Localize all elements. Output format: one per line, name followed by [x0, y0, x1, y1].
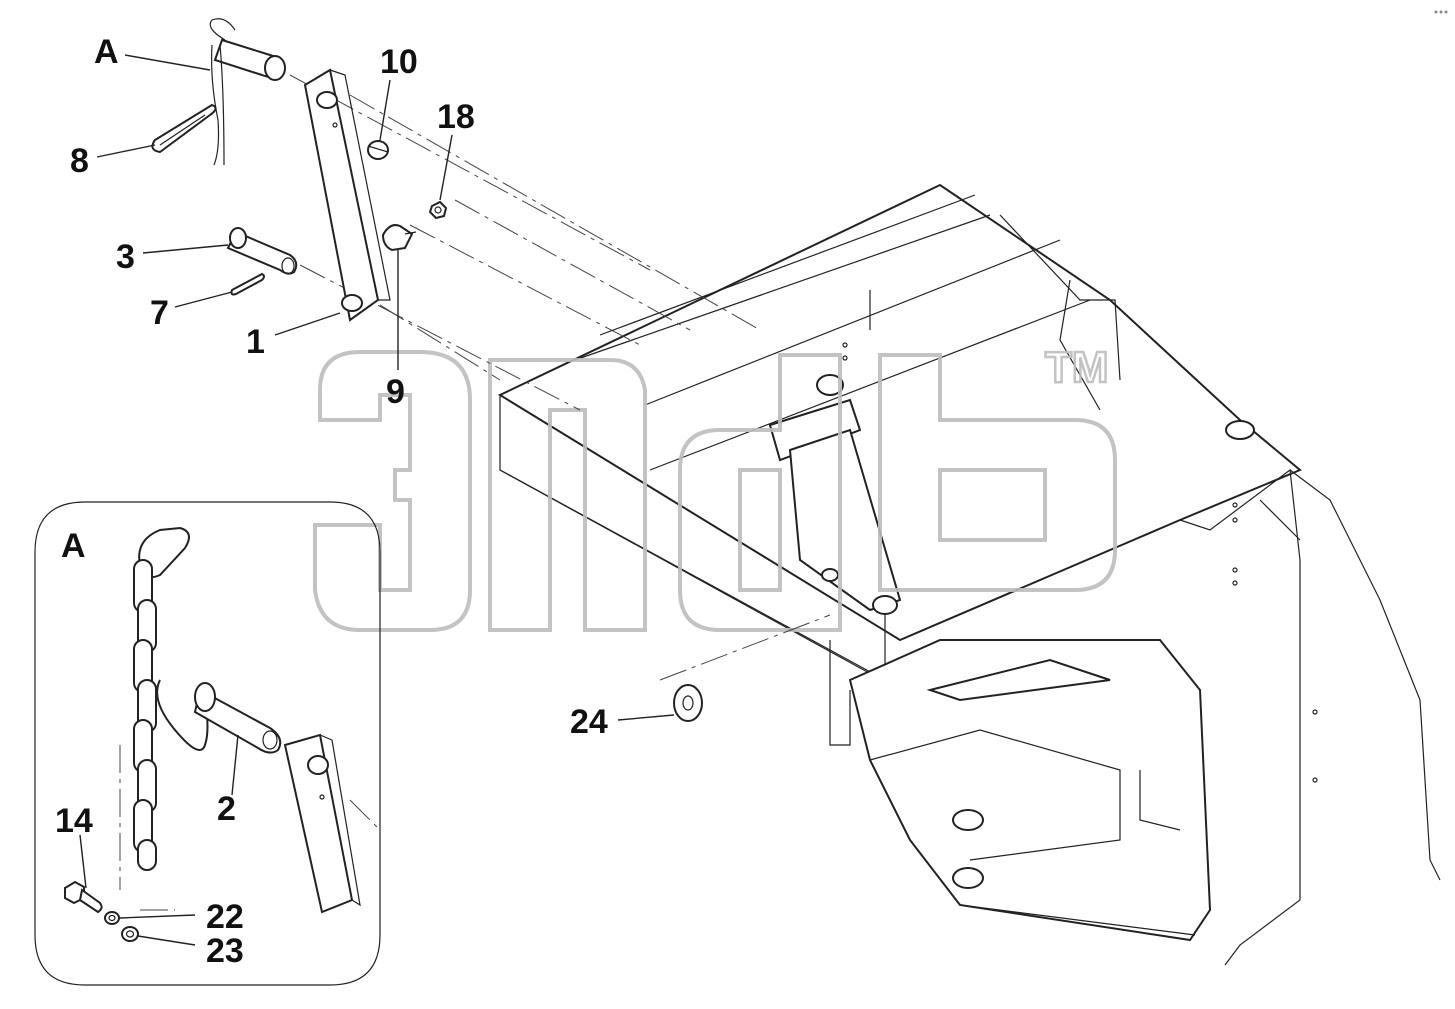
cotter-pin-part-7 [230, 272, 265, 296]
watermark-letter-b [878, 353, 1117, 592]
callout-labels: A 10 18 8 3 7 1 9 A 24 2 14 22 23 [55, 33, 608, 970]
label-part-18: 18 [437, 98, 475, 136]
lock-washer-part-22 [104, 911, 120, 925]
assembly-lines [119, 74, 831, 911]
label-part-9: 9 [386, 373, 405, 411]
washer-part-24 [673, 684, 703, 722]
label-part-7: 7 [150, 294, 169, 332]
detail-link-bar [283, 733, 361, 914]
label-part-22: 22 [206, 898, 244, 936]
pin-part-3 [226, 227, 298, 275]
frame-assembly [497, 183, 1441, 966]
label-part-8: 8 [70, 142, 89, 180]
label-part-10: 10 [380, 43, 418, 81]
detail-view-a-border [34, 501, 381, 986]
detail-pin-part-2 [156, 679, 282, 754]
leader-lines [79, 54, 675, 946]
detail-view-a [34, 501, 381, 986]
flat-washer-part-23 [121, 926, 139, 942]
watermark-letter-d [678, 353, 842, 632]
bumper-part-9 [381, 224, 417, 252]
trademark-mark: TM [1045, 343, 1109, 392]
bolt-part-14 [64, 880, 103, 914]
label-part-23: 23 [206, 932, 244, 970]
label-view-a-detail: A [61, 527, 86, 565]
label-part-14: 14 [55, 802, 93, 840]
label-part-3: 3 [116, 238, 135, 276]
watermark-letter-p [488, 358, 647, 632]
label-part-24: 24 [570, 703, 608, 741]
detail-chain [133, 526, 190, 871]
label-part-2: 2 [217, 790, 236, 828]
plug-part-10 [367, 140, 389, 160]
nut-part-18 [428, 200, 448, 220]
corner-mark [1434, 10, 1448, 14]
chain-pin-top [151, 18, 286, 166]
label-part-1: 1 [246, 323, 265, 361]
label-view-a-top: A [94, 33, 119, 71]
link-bar-part-1 [303, 68, 391, 322]
